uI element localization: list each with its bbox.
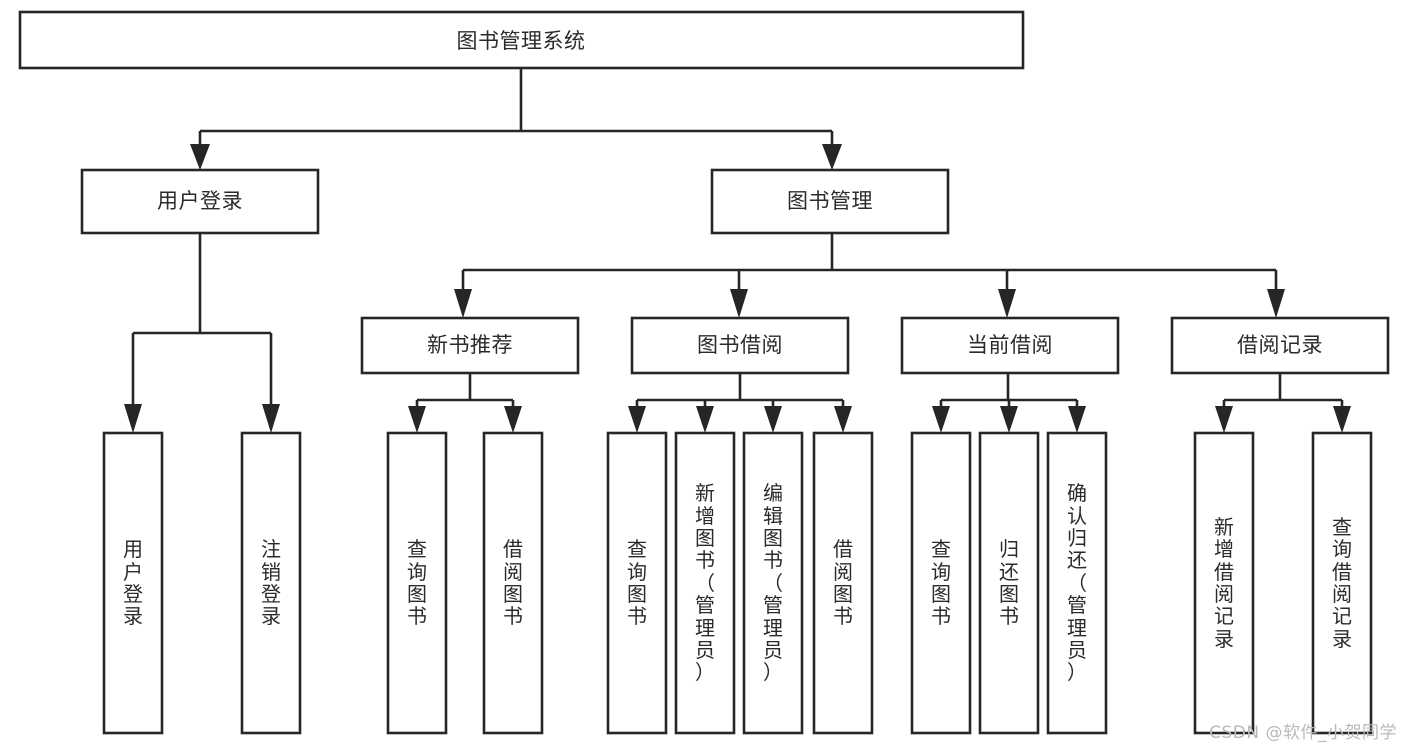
- arrow-head-leaf-confirm-return: [1068, 406, 1086, 433]
- node-new-book-rec-box[interactable]: [360, 316, 580, 375]
- node-borrow-record-box[interactable]: [1170, 316, 1390, 375]
- node-leaf-query-book-2[interactable]: [606, 431, 668, 735]
- node-book-borrow[interactable]: 图书借阅: [630, 316, 850, 375]
- node-root-box[interactable]: [18, 10, 1025, 70]
- node-leaf-add-book-box[interactable]: [674, 431, 736, 735]
- arrow-head-book-manage: [822, 144, 842, 170]
- node-leaf-add-record-box[interactable]: [1193, 431, 1255, 735]
- arrow-head-leaf-add-book: [696, 406, 714, 433]
- csdn-watermark: CSDN @软件_小贺同学: [1209, 723, 1397, 743]
- node-leaf-query-book-1-box[interactable]: [386, 431, 448, 735]
- arrow-head-user-login: [190, 144, 210, 170]
- node-root[interactable]: 图书管理系统: [18, 10, 1025, 70]
- arrow-head-leaf-query-book-3: [932, 406, 950, 433]
- node-leaf-query-book-3-box[interactable]: [910, 431, 972, 735]
- node-borrow-record[interactable]: 借阅记录: [1170, 316, 1390, 375]
- node-current-borrow[interactable]: 当前借阅: [900, 316, 1120, 375]
- node-user-login-box[interactable]: [80, 168, 320, 235]
- node-book-manage[interactable]: 图书管理: [710, 168, 950, 235]
- arrow-head-leaf-user-login: [124, 404, 142, 433]
- node-leaf-return-book-box[interactable]: [978, 431, 1040, 735]
- connector-book-manage-to-level2: [454, 233, 1285, 318]
- arrow-head-leaf-borrow-book-2: [834, 406, 852, 433]
- arrow-head-leaf-return-book: [1000, 406, 1018, 433]
- arrow-head-new-book-rec: [454, 289, 472, 318]
- arrow-head-book-borrow: [730, 289, 748, 318]
- arrow-head-current-borrow: [998, 289, 1016, 318]
- node-leaf-query-book-3[interactable]: [910, 431, 972, 735]
- node-leaf-borrow-book-2-box[interactable]: [812, 431, 874, 735]
- node-leaf-edit-book[interactable]: [742, 431, 804, 735]
- node-leaf-edit-book-box[interactable]: [742, 431, 804, 735]
- node-new-book-rec-label: 新书推荐: [427, 333, 513, 357]
- node-user-login-label: 用户登录: [157, 189, 243, 213]
- node-user-login[interactable]: 用户登录: [80, 168, 320, 235]
- node-leaf-logout[interactable]: [240, 431, 302, 735]
- connector-new-book-rec-to-leaves: [408, 373, 522, 433]
- node-book-borrow-label: 图书借阅: [697, 333, 783, 357]
- node-leaf-query-record-box[interactable]: [1311, 431, 1373, 735]
- node-leaf-confirm-return[interactable]: [1046, 431, 1108, 735]
- connector-borrow-record-to-leaves: [1215, 373, 1351, 433]
- node-leaf-query-book-1[interactable]: [386, 431, 448, 735]
- node-leaf-query-record[interactable]: [1311, 431, 1373, 735]
- node-current-borrow-box[interactable]: [900, 316, 1120, 375]
- arrow-head-leaf-borrow-book-1: [504, 406, 522, 433]
- node-borrow-record-label: 借阅记录: [1237, 333, 1323, 357]
- node-leaf-user-login-box[interactable]: [102, 431, 164, 735]
- connector-root-to-level1: [190, 68, 842, 170]
- node-leaf-add-record[interactable]: [1193, 431, 1255, 735]
- node-current-borrow-label: 当前借阅: [967, 333, 1053, 357]
- node-leaf-borrow-book-1[interactable]: [482, 431, 544, 735]
- connector-current-borrow-to-leaves: [932, 373, 1086, 433]
- node-leaf-query-book-2-box[interactable]: [606, 431, 668, 735]
- node-leaf-confirm-return-box[interactable]: [1046, 431, 1108, 735]
- node-leaf-add-book[interactable]: [674, 431, 736, 735]
- connector-user-login-to-leaves: [124, 233, 280, 433]
- node-leaf-return-book[interactable]: [978, 431, 1040, 735]
- node-book-manage-label: 图书管理: [787, 189, 873, 213]
- arrow-head-leaf-query-record: [1333, 406, 1351, 433]
- arrow-head-leaf-edit-book: [764, 406, 782, 433]
- node-book-borrow-box[interactable]: [630, 316, 850, 375]
- node-leaf-user-login[interactable]: [102, 431, 164, 735]
- arrow-head-leaf-add-record: [1215, 406, 1233, 433]
- node-book-manage-box[interactable]: [710, 168, 950, 235]
- arrow-head-borrow-record: [1267, 289, 1285, 318]
- arrow-head-leaf-query-book-1: [408, 406, 426, 433]
- arrow-head-leaf-logout: [262, 404, 280, 433]
- node-leaf-logout-box[interactable]: [240, 431, 302, 735]
- node-leaf-borrow-book-2[interactable]: [812, 431, 874, 735]
- connector-book-borrow-to-leaves: [628, 373, 852, 433]
- node-leaf-borrow-book-1-box[interactable]: [482, 431, 544, 735]
- arrow-head-leaf-query-book-2: [628, 406, 646, 433]
- node-root-label: 图书管理系统: [457, 29, 586, 53]
- node-new-book-rec[interactable]: 新书推荐: [360, 316, 580, 375]
